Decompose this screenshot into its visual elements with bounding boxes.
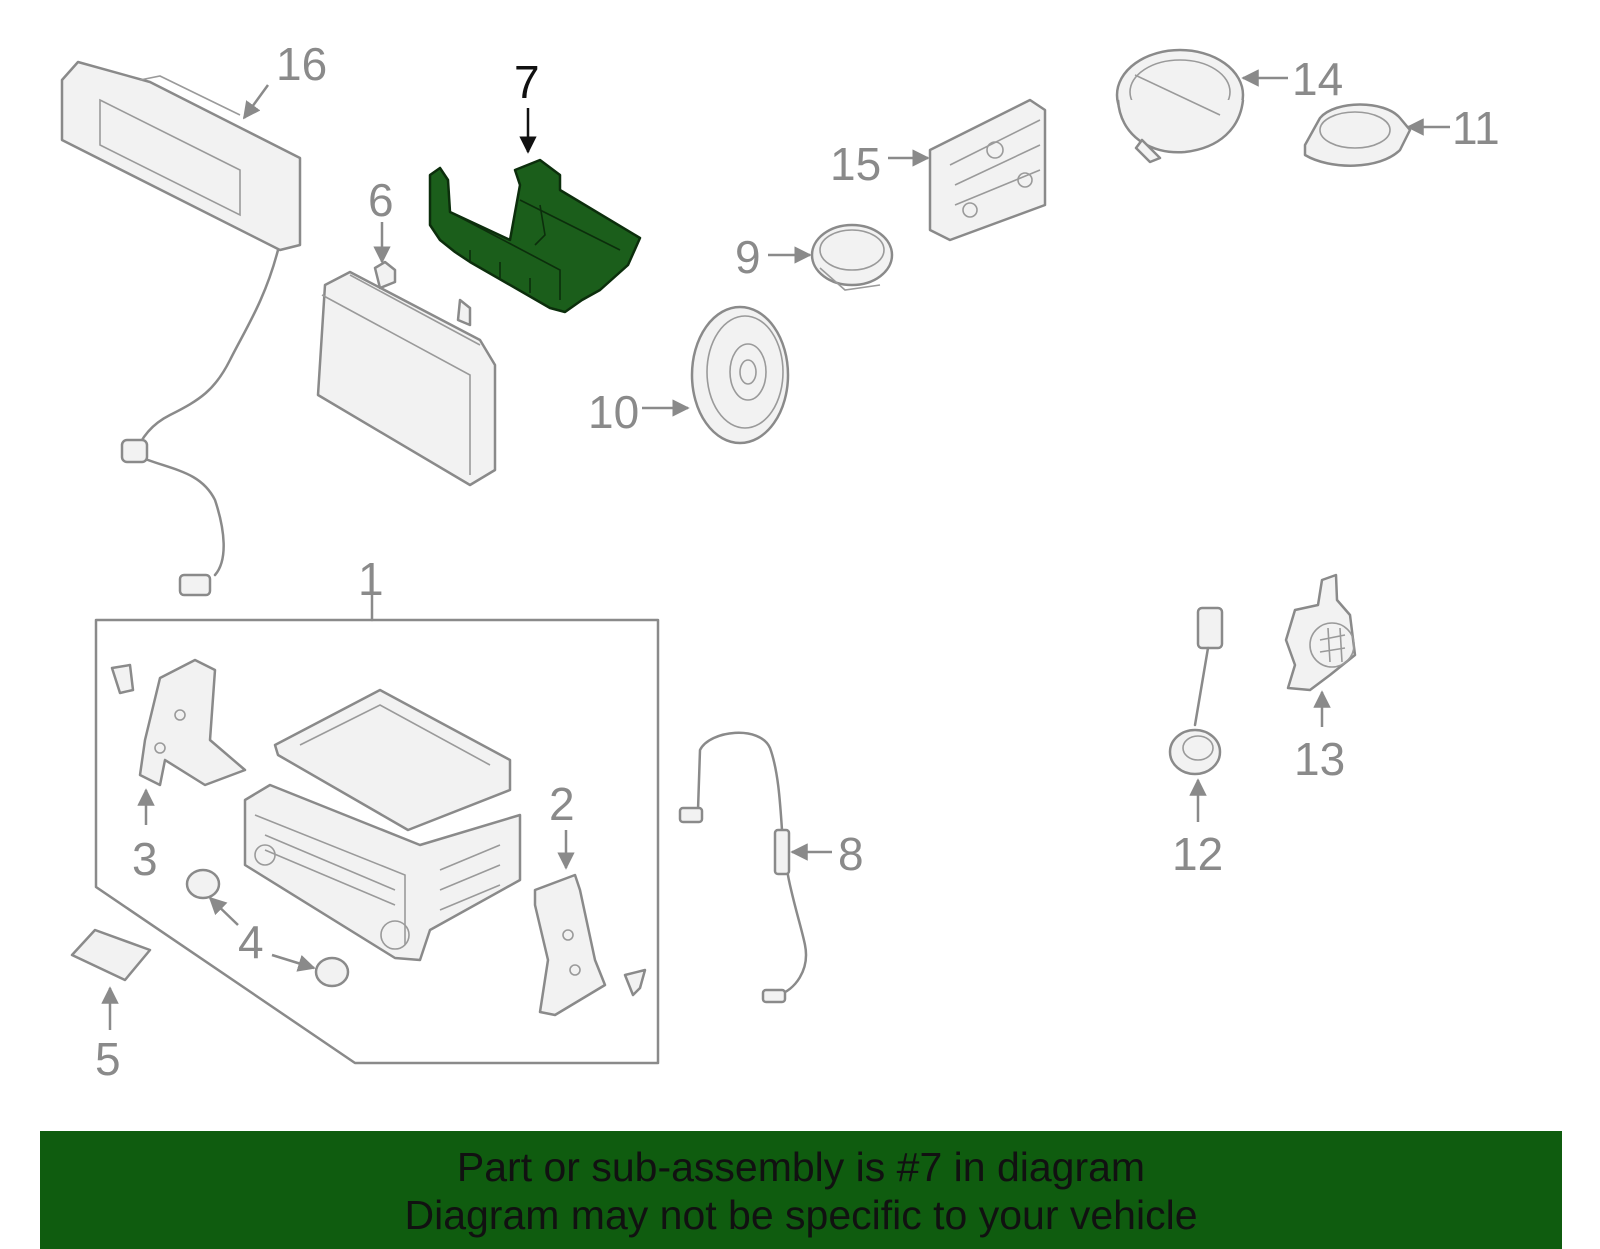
part-1-audio-unit-assembly[interactable] bbox=[94, 573, 660, 1065]
part-2-bracket[interactable] bbox=[533, 873, 647, 1017]
leader-lines bbox=[101, 69, 1450, 1030]
callout-9: 9 bbox=[735, 231, 761, 283]
banner-line-2: Diagram may not be specific to your vehi… bbox=[404, 1192, 1198, 1238]
callout-11: 11 bbox=[1452, 102, 1500, 154]
callout-13: 13 bbox=[1294, 733, 1345, 785]
callout-14: 14 bbox=[1292, 53, 1343, 105]
callout-7: 7 bbox=[514, 56, 540, 108]
callout-16: 16 bbox=[276, 38, 327, 90]
callout-6: 6 bbox=[368, 174, 394, 226]
part-11-tweeter[interactable] bbox=[1303, 103, 1412, 167]
callout-1: 1 bbox=[358, 553, 384, 605]
part-16-bracket-harness[interactable] bbox=[60, 60, 302, 597]
head-unit bbox=[243, 688, 522, 962]
part-9-tweeter[interactable] bbox=[810, 223, 894, 291]
callout-10: 10 bbox=[588, 386, 639, 438]
callout-2: 2 bbox=[549, 778, 575, 830]
part-13-sensor[interactable] bbox=[1284, 573, 1357, 692]
banner-line-1: Part or sub-assembly is #7 in diagram bbox=[456, 1144, 1146, 1190]
callout-12: 12 bbox=[1172, 828, 1223, 880]
callout-8: 8 bbox=[838, 828, 864, 880]
part-4-knobs[interactable] bbox=[185, 868, 350, 988]
info-banner: Part or sub-assembly is #7 in diagram Di… bbox=[40, 1131, 1562, 1249]
part-15-amplifier[interactable] bbox=[928, 98, 1047, 242]
callout-numbers: 16 6 7 14 11 15 9 10 1 2 3 4 5 8 12 13 bbox=[95, 38, 1500, 1085]
part-3-bracket[interactable] bbox=[110, 658, 247, 787]
part-8-cable[interactable] bbox=[678, 731, 808, 1004]
part-12-sensor[interactable] bbox=[1168, 606, 1224, 776]
callout-4: 4 bbox=[238, 916, 264, 968]
part-7-module-highlighted[interactable] bbox=[428, 158, 642, 314]
callout-15: 15 bbox=[830, 138, 881, 190]
callout-3: 3 bbox=[132, 833, 158, 885]
part-14-speaker[interactable] bbox=[1115, 48, 1245, 164]
part-6-display[interactable] bbox=[316, 260, 497, 487]
part-10-woofer[interactable] bbox=[690, 305, 790, 445]
callout-5: 5 bbox=[95, 1033, 121, 1085]
part-5-pad[interactable] bbox=[70, 928, 152, 982]
